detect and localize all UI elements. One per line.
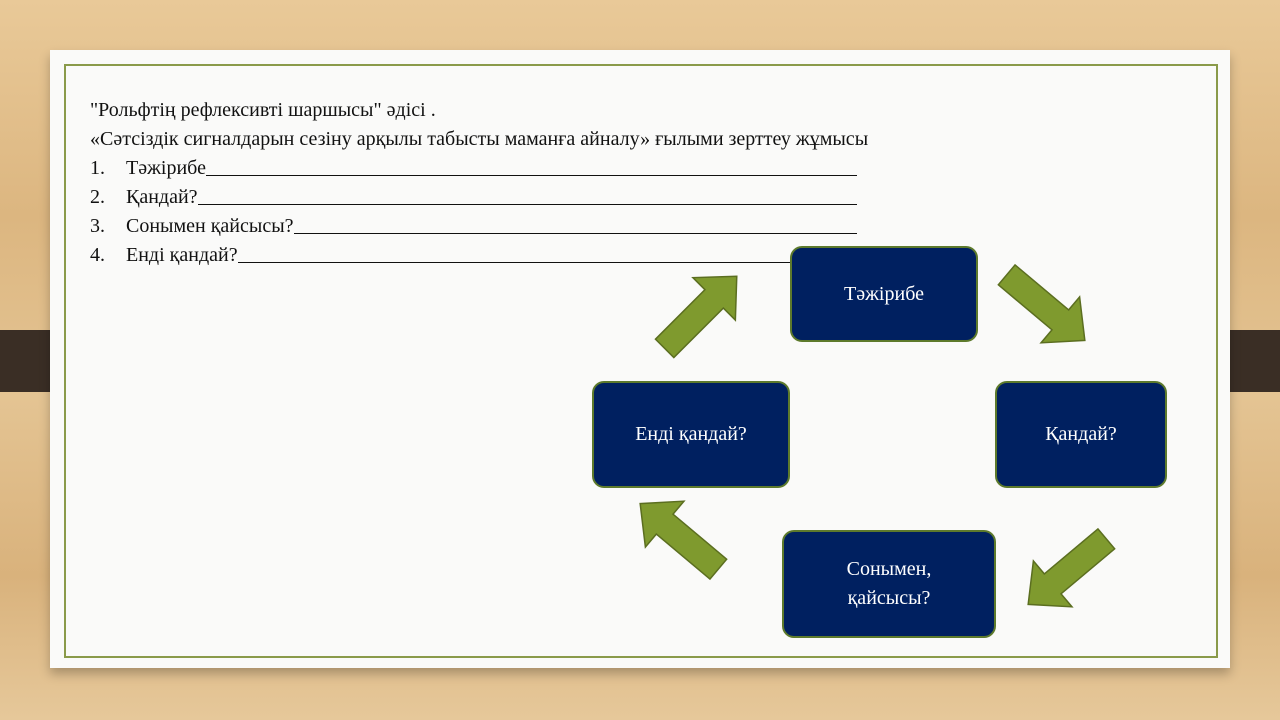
list-item: 3. Сонымен қайсысы? [90, 212, 857, 241]
arrow-up-left-icon [620, 479, 739, 593]
list-item: 1. Тәжірибе [90, 154, 857, 183]
title: "Рольфтің рефлексивті шаршысы" әдісі . [90, 99, 436, 121]
arrow-down-left-icon [1008, 515, 1127, 629]
cycle-box-top: Тәжірибе [790, 246, 978, 342]
slide-text: "Рольфтің рефлексивті шаршысы" әдісі . «… [90, 96, 868, 270]
item-label: Сонымен қайсысы? [126, 215, 294, 237]
list-item: 4. Енді қандай? [90, 241, 857, 270]
item-number: 2. [90, 186, 105, 208]
answer-line [197, 183, 857, 205]
cycle-box-left: Енді қандай? [592, 381, 790, 488]
item-number: 4. [90, 244, 105, 266]
arrow-down-right-icon [986, 251, 1105, 365]
answer-line [237, 241, 857, 263]
item-label: Тәжірибе [126, 157, 206, 179]
answer-line [293, 212, 857, 234]
list-item: 2. Қандай? [90, 183, 857, 212]
item-number: 1. [90, 157, 105, 179]
arrow-up-right-icon [642, 254, 759, 371]
subtitle: «Сәтсіздік сигналдарын сезіну арқылы таб… [90, 128, 869, 150]
cycle-box-bottom: Сонымен, қайсысы? [782, 530, 996, 638]
item-label: Қандай? [126, 186, 198, 208]
item-number: 3. [90, 215, 105, 237]
slide-border [64, 64, 1218, 658]
item-label: Енді қандай? [126, 244, 238, 266]
cycle-box-right: Қандай? [995, 381, 1167, 488]
answer-line [205, 154, 857, 176]
